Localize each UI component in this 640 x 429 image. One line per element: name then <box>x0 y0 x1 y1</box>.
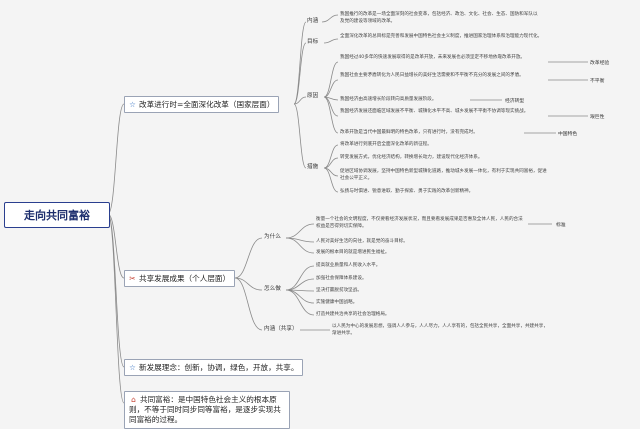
branch-new-concept[interactable]: ☆新发展理念：创新，协调，绿色，开放，共享。 <box>124 359 304 376</box>
sub-meaning[interactable]: 内涵（共享） <box>264 326 298 332</box>
reason-item[interactable]: 我国经济发展还面临区域发展不平衡、城镇化水平不高、城乡发展不平衡不协调等现实挑战… <box>340 109 529 114</box>
how-item[interactable]: 提高就业质量和人民收入水平。 <box>316 263 381 268</box>
reason-tag: 改革经验 <box>590 61 610 66</box>
measure-item[interactable]: 将改革进行到底开启全面深化改革的新征程。 <box>340 142 432 147</box>
reason-item[interactable]: 我国社会主要矛盾转化为人民日益增长的美好生活需要和不平衡不充分的发展之间的矛盾。 <box>340 73 524 78</box>
branch-new-concept-label: 新发展理念：创新，协调，绿色，开放，共享。 <box>139 363 299 372</box>
how-item[interactable]: 实施健康中国战略。 <box>316 300 358 305</box>
content-text[interactable]: 我国推行的改革是一场全面深刻的社会变革，包括经济、政治、文化、社会、生态、国防和… <box>340 12 538 24</box>
how-item[interactable]: 加强社会保障体系建设。 <box>316 276 367 281</box>
measure-item[interactable]: 弘扬与时俱进、锐意进取、勤于探索、勇于实践的改革创新精神。 <box>340 189 474 194</box>
reason-tag: 中国特色 <box>558 132 578 137</box>
root-node[interactable]: 走向共同富裕 <box>4 202 110 228</box>
branch-common-prosperity[interactable]: ⌂共同富裕：是中国特色社会主义的根本原则，不等于同时同步同等富裕，是逐步实现共同… <box>124 391 290 429</box>
reason-tag: 艰巨性 <box>590 115 605 120</box>
why-item[interactable]: 人民对美好生活的向往，就是党的奋斗目标。 <box>316 239 408 244</box>
sub-reason[interactable]: 原因 <box>307 93 319 99</box>
star-icon: ☆ <box>129 363 136 372</box>
branch-reform[interactable]: ☆改革进行时=全面深化改革（国家层面） <box>124 96 280 113</box>
star-icon: ☆ <box>129 100 136 109</box>
reason-item[interactable]: 我国经济由高速增长阶段转向高质量发展阶段。 <box>340 97 437 102</box>
reason-tag: 经济转型 <box>505 99 525 104</box>
tools-icon: ✂ <box>129 274 136 283</box>
sub-why[interactable]: 为什么 <box>264 234 281 240</box>
reason-item[interactable]: 改革开放是当代中国最鲜明的特色改革，只有进行时，没有完成时。 <box>340 130 478 135</box>
sub-how[interactable]: 怎么做 <box>264 286 281 292</box>
measure-item[interactable]: 转变发展方式，优化经济结构，转换增长动力，建设现代化经济体系。 <box>340 155 483 160</box>
how-item[interactable]: 打造共建共治共享的社会治理格局。 <box>316 312 390 317</box>
reason-tag: 不平衡 <box>590 79 605 84</box>
meaning-text[interactable]: 以人民为中心的发展思想，强调人人参与，人人尽力，人人享有的，包括全民共享，全面共… <box>332 324 548 336</box>
sub-measures[interactable]: 措施 <box>307 164 319 170</box>
branch-reform-label: 改革进行时=全面深化改革（国家层面） <box>139 100 275 109</box>
sub-content[interactable]: 内涵 <box>307 18 319 24</box>
home-icon: ⌂ <box>131 395 136 404</box>
how-item[interactable]: 坚决打赢脱贫攻坚战。 <box>316 288 362 293</box>
why-tag: 标准 <box>556 223 566 228</box>
goal-text[interactable]: 全面深化改革的总目标是完善和发展中国特色社会主义制度，推进国家治理体系和治理能力… <box>340 34 543 39</box>
sub-goal[interactable]: 目标 <box>307 39 319 45</box>
measure-item[interactable]: 促进区域协调发展，坚持中国特色新型城镇化道路，推动城乡发展一体化，有利于实现共同… <box>340 169 547 181</box>
branch-share-label: 共享发展成果（个人层面） <box>139 274 231 283</box>
why-item[interactable]: 衡量一个社会的文明程度，不仅要看经济发展状况，而且要看发展成果是否惠及全体人民，… <box>316 217 523 229</box>
why-item[interactable]: 发展的根本目的就是增进民生福祉。 <box>316 250 390 255</box>
reason-item[interactable]: 我国经过40多年的快速发展取得的是改革开放，未来发展也必须坚定不移地依靠改革开放… <box>340 55 526 60</box>
branch-share[interactable]: ✂共享发展成果（个人层面） <box>124 270 236 287</box>
branch-common-prosperity-label: 共同富裕：是中国特色社会主义的根本原则，不等于同时同步同等富裕，是逐步实现共同富… <box>129 395 281 424</box>
